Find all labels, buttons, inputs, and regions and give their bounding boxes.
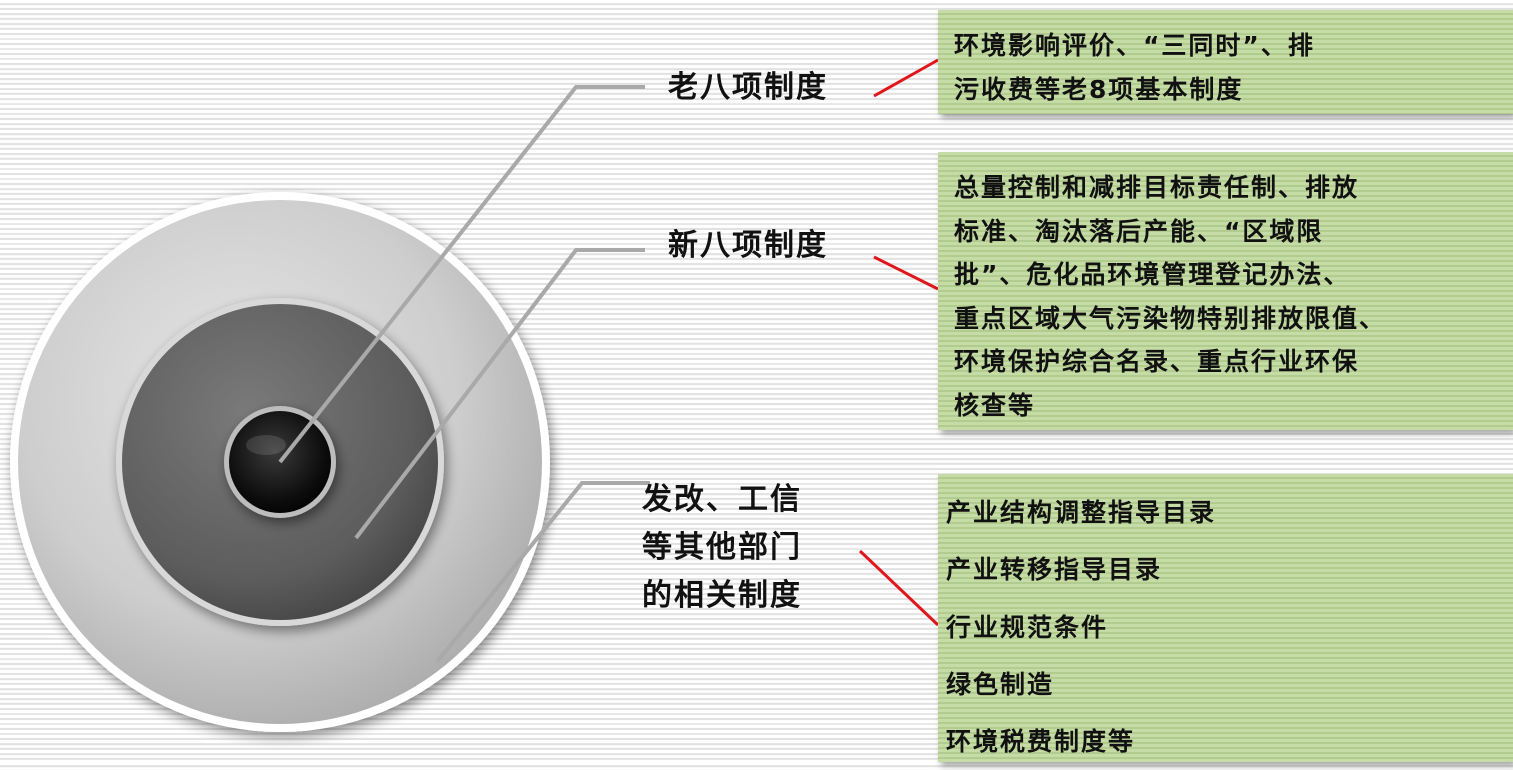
leader-line-core — [278, 85, 645, 464]
box-new-eight: 总量控制和减排目标责任制、排放 标准、淘汰落后产能、“区域限 批”、危化品环境管… — [938, 152, 1513, 430]
box-new-eight-line: 批”、危化品环境管理登记办法、 — [954, 260, 1351, 289]
box-new-eight-line: 核查等 — [954, 390, 1036, 420]
label-other-departments: 发改、工信 等其他部门 的相关制度 — [642, 476, 802, 620]
box-new-eight-line: 总量控制和减排目标责任制、排放 — [954, 173, 1360, 202]
leader-line-outer — [435, 481, 650, 664]
list-item: 行业规范条件 — [946, 612, 1109, 642]
connector-other-departments — [858, 549, 940, 627]
leader-line-middle — [354, 248, 645, 540]
label-new-eight: 新八项制度 — [668, 228, 828, 263]
box-other-departments: 产业结构调整指导目录 产业转移指导目录 行业规范条件 绿色制造 环境税费制度等 — [938, 474, 1513, 762]
label-other-departments-line: 等其他部门 — [642, 530, 802, 565]
box-new-eight-line: 环境保护综合名录、重点行业环保 — [954, 347, 1360, 376]
label-old-eight: 老八项制度 — [668, 70, 828, 105]
label-other-departments-line: 的相关制度 — [642, 578, 802, 613]
box-old-eight-line: 环境影响评价、“三同时”、排 — [954, 31, 1315, 60]
connector-new-eight — [873, 255, 939, 291]
box-old-eight: 环境影响评价、“三同时”、排 污收费等老8项基本制度 — [938, 10, 1513, 114]
connector-old-eight — [873, 58, 939, 98]
box-new-eight-line: 重点区域大气污染物特别排放限值、 — [954, 303, 1387, 333]
list-item: 产业结构调整指导目录 — [946, 498, 1217, 527]
list-item: 绿色制造 — [946, 669, 1055, 699]
list-item: 产业转移指导目录 — [946, 555, 1163, 585]
list-item: 环境税费制度等 — [946, 727, 1136, 757]
label-other-departments-line: 发改、工信 — [642, 482, 802, 517]
box-old-eight-line: 污收费等老8项基本制度 — [954, 74, 1244, 104]
box-new-eight-line: 标准、淘汰落后产能、“区域限 — [954, 216, 1324, 246]
